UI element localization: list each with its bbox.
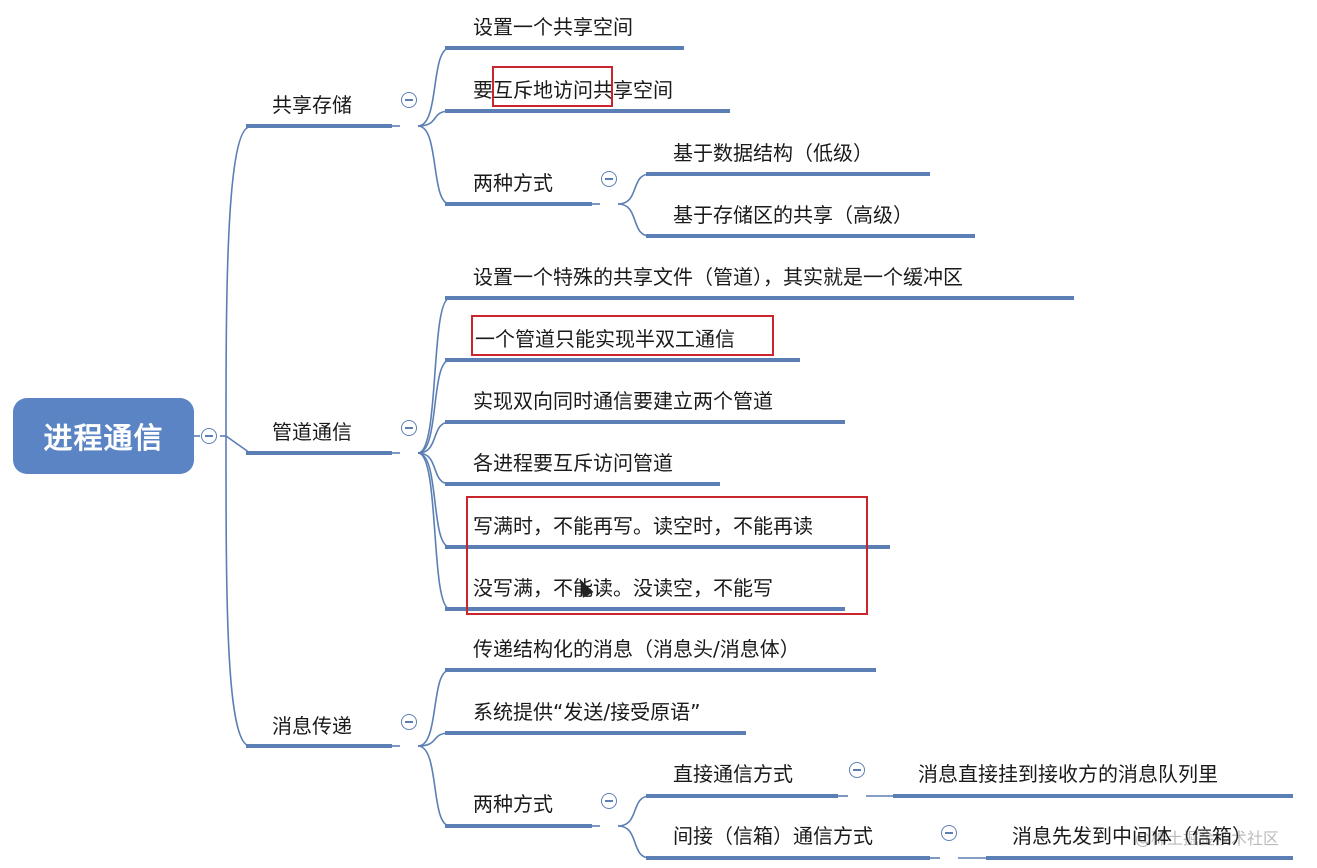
highlight-box [466, 496, 868, 615]
branch-pipe-communication[interactable]: 管道通信 [272, 420, 352, 444]
collapse-icon[interactable] [401, 420, 417, 436]
collapse-icon[interactable] [201, 428, 217, 444]
collapse-icon[interactable] [401, 92, 417, 108]
highlight-box [471, 315, 774, 356]
collapse-icon[interactable] [849, 762, 865, 778]
branch-shared-storage[interactable]: 共享存储 [272, 93, 352, 117]
node-label-prefix: 要 [473, 78, 493, 102]
node-label[interactable]: 写满时，不能再写。读空时，不能再读 [473, 514, 813, 538]
collapse-icon[interactable] [401, 714, 417, 730]
node-label[interactable]: 没写满，不能读。没读空，不能写 [473, 576, 773, 600]
collapse-icon[interactable] [601, 793, 617, 809]
node-label-suffix: 共享空间 [593, 78, 673, 102]
node-label[interactable]: 两种方式 [473, 171, 553, 195]
node-label[interactable]: 直接通信方式 [673, 762, 793, 786]
branch-message-passing[interactable]: 消息传递 [272, 714, 352, 738]
node-label[interactable]: 要互斥地访问共享空间 [473, 77, 673, 103]
node-label[interactable]: 实现双向同时通信要建立两个管道 [473, 389, 773, 413]
node-label[interactable]: 各进程要互斥访问管道 [473, 451, 673, 475]
node-label[interactable]: 系统提供“发送/接受原语” [473, 700, 701, 724]
node-label[interactable]: 两种方式 [473, 792, 553, 816]
node-label[interactable]: 传递结构化的消息（消息头/消息体） [473, 637, 800, 661]
node-label[interactable]: 间接（信箱）通信方式 [673, 824, 873, 848]
node-label[interactable]: 消息先发到中间体（信箱） [1012, 824, 1252, 848]
node-label[interactable]: 基于存储区的共享（高级） [673, 203, 913, 227]
node-label[interactable]: 设置一个特殊的共享文件（管道），其实就是一个缓冲区 [473, 265, 963, 289]
node-label[interactable]: 基于数据结构（低级） [673, 141, 873, 165]
root-node[interactable]: 进程通信 [13, 398, 194, 474]
highlight-box [492, 66, 613, 107]
node-label-highlight: 互斥地访问 [493, 78, 593, 102]
node-label[interactable]: 消息直接挂到接收方的消息队列里 [918, 762, 1218, 786]
node-label[interactable]: 设置一个共享空间 [473, 15, 633, 39]
node-label[interactable]: 一个管道只能实现半双工通信 [475, 327, 735, 351]
watermark: @稀土掘金技术社区 [1135, 829, 1280, 848]
root-label: 进程通信 [43, 421, 164, 455]
collapse-icon[interactable] [601, 171, 617, 187]
collapse-icon[interactable] [941, 825, 957, 841]
